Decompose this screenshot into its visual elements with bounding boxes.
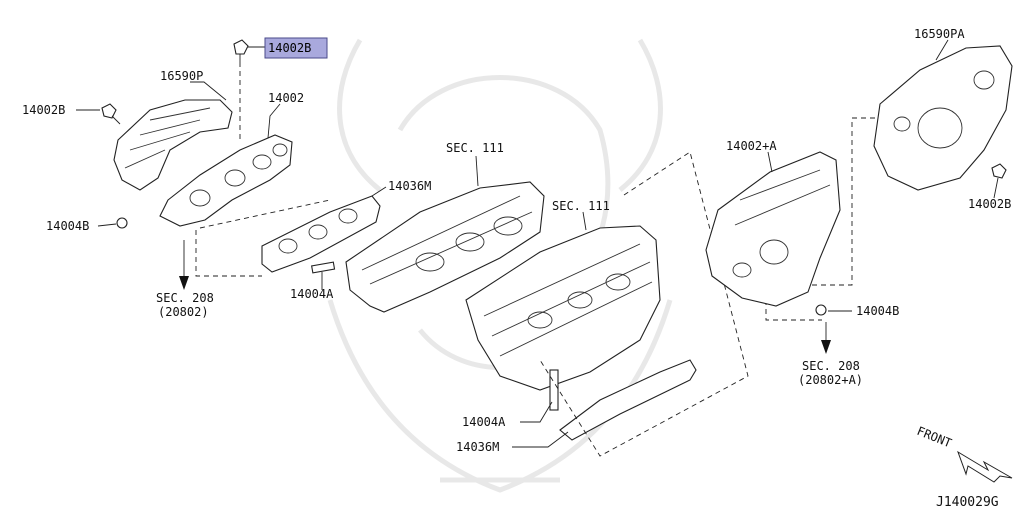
arrow-down-right (821, 322, 831, 354)
label-14036m-top[interactable]: 14036M (388, 179, 431, 193)
reference-line-right-b (812, 117, 878, 286)
heat-insulator-left[interactable] (113, 99, 233, 191)
nut-right[interactable] (815, 304, 827, 316)
label-14036m-bottom[interactable]: 14036M (456, 440, 499, 454)
label-sec111-b[interactable]: SEC. 111 (552, 199, 610, 213)
label-14004a-bottom[interactable]: 14004A (462, 415, 506, 429)
label-14002b-left[interactable]: 14002B (22, 103, 65, 117)
reference-line-left-b (195, 230, 262, 277)
label-14002[interactable]: 14002 (268, 91, 304, 105)
bolt-left[interactable] (101, 103, 121, 125)
label-14002b-top[interactable]: 14002B (268, 41, 311, 55)
nut-left[interactable] (116, 217, 128, 229)
heat-insulator-right[interactable] (873, 45, 1013, 191)
label-14002-a[interactable]: 14002+A (726, 139, 777, 153)
reference-box-right (539, 151, 749, 457)
gasket-right[interactable] (559, 359, 697, 441)
label-sec208-left-sub: (20802) (158, 305, 209, 319)
gasket-left[interactable] (261, 195, 381, 273)
arrow-down-left (179, 240, 189, 290)
stud-right[interactable] (549, 369, 559, 411)
cylinder-head-left[interactable] (345, 181, 545, 313)
label-sec208-right-sub: (20802+A) (798, 373, 863, 387)
label-sec111-a[interactable]: SEC. 111 (446, 141, 504, 155)
label-14004b-right[interactable]: 14004B (856, 304, 899, 318)
exhaust-manifold-right[interactable] (705, 151, 841, 307)
label-14002b-right[interactable]: 14002B (968, 197, 1011, 211)
reference-line-right-a (765, 300, 822, 321)
label-14004a-top[interactable]: 14004A (290, 287, 334, 301)
front-arrow (957, 450, 1013, 483)
label-sec208-left[interactable]: SEC. 208 (156, 291, 214, 305)
bolt-right[interactable] (991, 163, 1007, 179)
reference-line-left-c (199, 199, 331, 229)
label-14004b-left[interactable]: 14004B (46, 219, 89, 233)
highlighted-label-box (264, 37, 328, 59)
cylinder-head-right[interactable] (465, 225, 661, 391)
label-front: FRONT (915, 424, 954, 451)
leader-lines (76, 39, 999, 448)
label-sec208-right[interactable]: SEC. 208 (802, 359, 860, 373)
bolt-top-left[interactable] (233, 39, 249, 62)
label-16590pa[interactable]: 16590PA (914, 27, 965, 41)
exhaust-manifold-left[interactable] (159, 134, 293, 227)
diagram-id: J140029G (936, 495, 999, 510)
label-16590p[interactable]: 16590P (160, 69, 203, 83)
stud-left[interactable] (311, 261, 336, 274)
